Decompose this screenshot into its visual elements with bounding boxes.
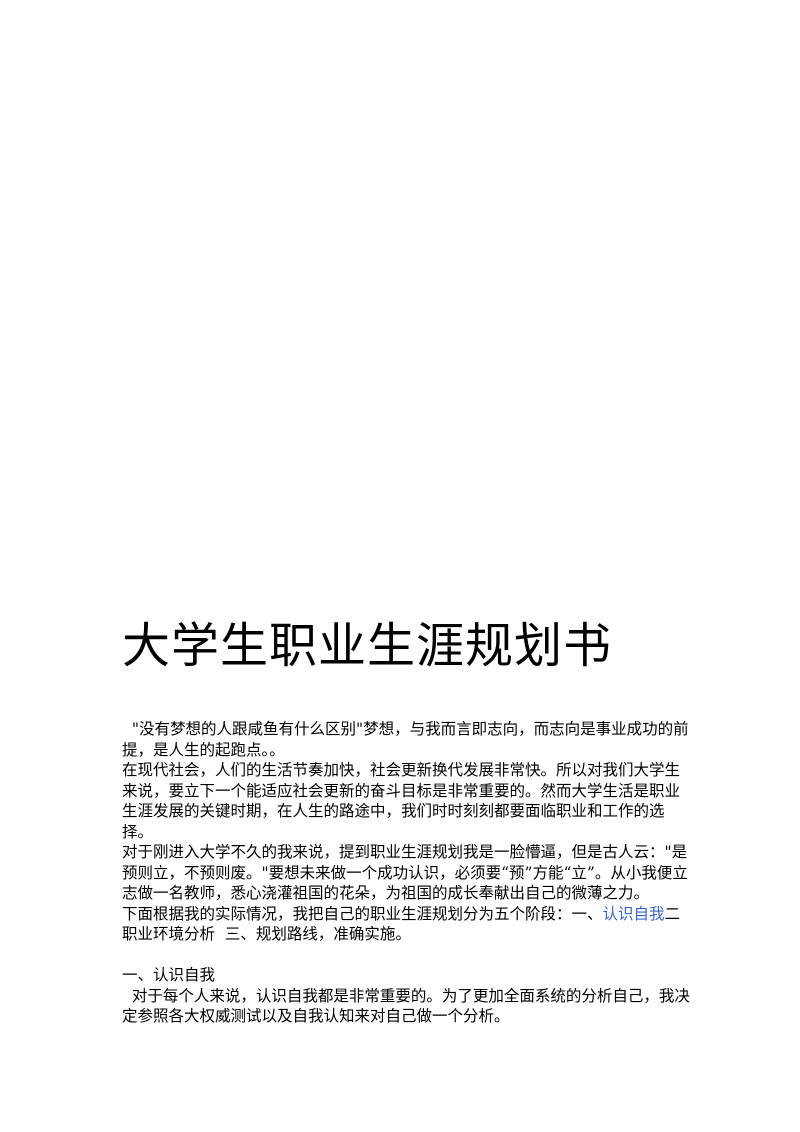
intro-paragraph: 对于刚进入大学不久的我来说，提到职业生涯规划我是一脸懵逼，但是古人云："是预则立… xyxy=(122,843,688,902)
intro-paragraph: 在现代社会，人们的生活节奏加快，社会更新换代发展非常快。所以对我们大学生来说，要… xyxy=(122,761,681,841)
document-body: "没有梦想的人跟咸鱼有什么区别"梦想，与我而言即志向，而志向是事业成功的前提，是… xyxy=(122,719,692,1027)
intro-paragraph: "没有梦想的人跟咸鱼有什么区别"梦想，与我而言即志向，而志向是事业成功的前提，是… xyxy=(122,720,689,759)
stages-paragraph: 下面根据我的实际情况，我把自己的职业生涯规划分为五个阶段：一、认识自我二职业环境… xyxy=(122,904,692,945)
self-awareness-link[interactable]: 认识自我 xyxy=(602,904,665,923)
section-paragraph: 对于每个人来说，认识自我都是非常重要的。为了更加全面系统的分析自己，我决定参照各… xyxy=(122,986,690,1026)
section-heading: 一、认识自我 xyxy=(122,966,216,984)
stages-text: 下面根据我的实际情况，我把自己的职业生涯规划分为五个阶段：一、 xyxy=(122,904,603,923)
stages-text: 二职业环境分析 三、规划路线，准确实施。 xyxy=(122,904,681,944)
paragraph-gap xyxy=(122,945,692,966)
document-title: 大学生职业生涯规划书 xyxy=(122,618,613,674)
